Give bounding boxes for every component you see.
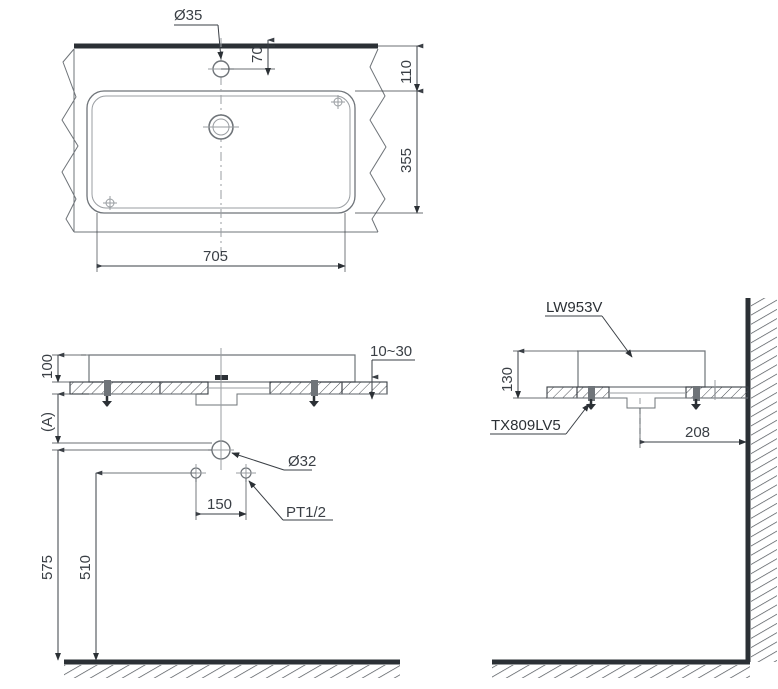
- section-counter-left2: [159, 381, 209, 395]
- side-counter-right: [685, 386, 716, 399]
- section-counter-right: [269, 381, 343, 395]
- dim-counter-thickness-10-30: 10~30: [368, 343, 415, 400]
- dim-bowl-depth-355: 355: [398, 88, 424, 214]
- dim-label-d32: Ø32: [288, 453, 316, 470]
- section-mount-bolt-right: [309, 380, 319, 407]
- plan-break-right: [369, 48, 387, 233]
- plan-view: Ø35 70 110 355 705: [61, 7, 424, 272]
- dim-basin-height-130: 130: [499, 348, 525, 399]
- dim-label-510: 510: [77, 555, 94, 580]
- dim-wall-to-drain-208: 208: [639, 408, 747, 448]
- plan-drain-hole: [203, 114, 239, 140]
- leader-basin-model: LW953V: [545, 299, 633, 358]
- dim-label-110: 110: [398, 60, 415, 84]
- section-floor-hatch: [64, 665, 400, 678]
- side-floor-hatch: [492, 665, 750, 678]
- dim-label-a: (A): [39, 412, 56, 432]
- dim-label-705: 705: [203, 248, 228, 265]
- side-counter-right2: [714, 386, 749, 399]
- dim-label-208: 208: [685, 424, 710, 441]
- dim-basin-height-100: 100: [39, 352, 65, 383]
- leader-drain-diameter-32: Ø32: [231, 452, 316, 471]
- dim-label-70: 70: [249, 46, 266, 63]
- dim-label-d35: Ø35: [174, 7, 202, 24]
- dim-label-355: 355: [398, 148, 415, 173]
- section-mount-bolt-left: [102, 380, 112, 407]
- dim-reference-a: (A): [39, 391, 65, 444]
- leader-trap-model: TX809LV5: [490, 403, 590, 435]
- side-wall-hatch: [751, 298, 777, 662]
- leader-supply-thread-pt12: PT1/2: [248, 480, 333, 521]
- plan-fixing-mark-bottom-left: [103, 196, 117, 210]
- side-section-view: 130 208 LW953V TX809LV5: [490, 298, 777, 678]
- dim-label-130: 130: [499, 367, 516, 392]
- dim-hole-offset-70: 70: [221, 37, 275, 76]
- section-counter-right2: [341, 381, 388, 395]
- dim-hole-diameter-35: Ø35: [174, 7, 224, 60]
- dim-label-150: 150: [207, 496, 232, 513]
- side-basin-underside: [547, 397, 748, 409]
- side-basin-body: [577, 350, 706, 388]
- dim-label-100: 100: [39, 354, 56, 379]
- dim-label-pt12: PT1/2: [286, 504, 326, 521]
- section-basin-underside: [89, 393, 387, 406]
- front-section-view: 100 (A) 575 510 150 10~30: [39, 343, 415, 678]
- label-lw953v: LW953V: [546, 299, 602, 316]
- dim-floor-to-drain-575: 575: [39, 447, 65, 661]
- plan-break-left: [61, 48, 79, 233]
- label-tx809lv5: TX809LV5: [491, 417, 561, 434]
- dim-supply-spacing-150: 150: [195, 478, 247, 520]
- plan-fixing-mark-top-right: [331, 95, 345, 109]
- side-mount-bolt-right: [691, 386, 701, 410]
- dim-label-575: 575: [39, 555, 56, 580]
- dim-floor-to-supply-510: 510: [77, 470, 103, 661]
- dim-label-10-30: 10~30: [370, 343, 412, 360]
- side-counter-left: [546, 386, 578, 399]
- section-counter-left: [69, 381, 161, 395]
- dim-rim-back-110: 110: [398, 43, 424, 92]
- dim-bowl-width-705: 705: [96, 213, 346, 272]
